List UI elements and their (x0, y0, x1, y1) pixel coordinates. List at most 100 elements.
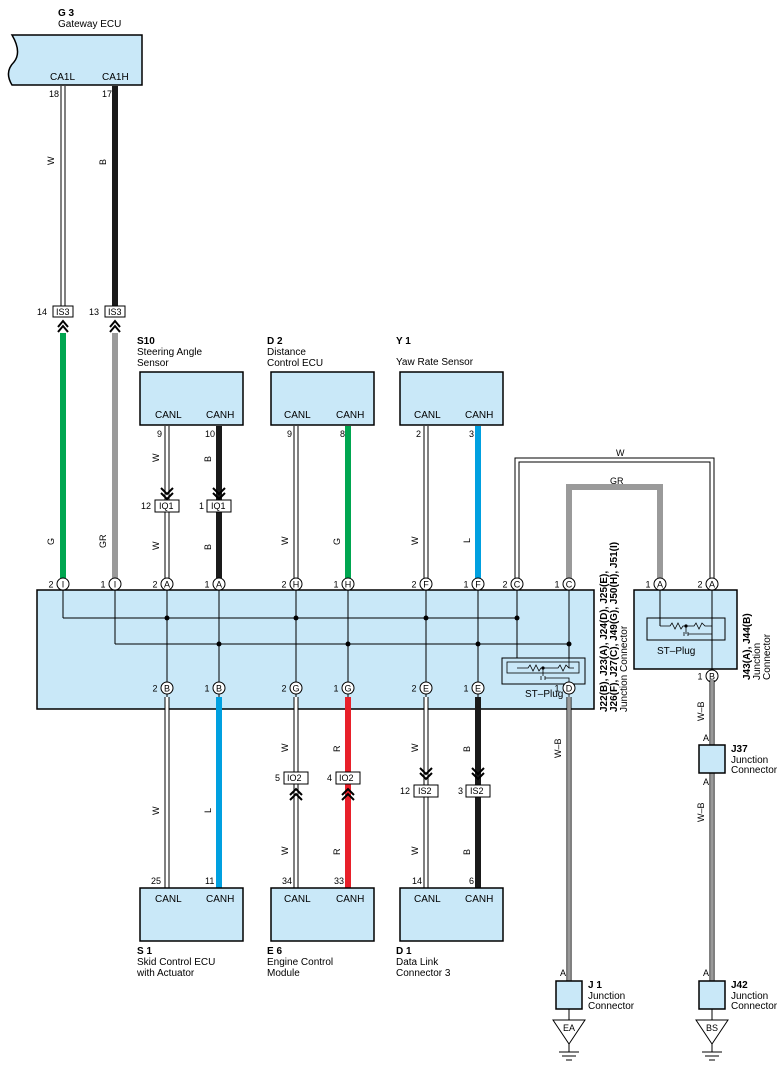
s10-name1: Steering Angle (137, 347, 202, 358)
y1-num-l: 2 (416, 429, 421, 439)
pin-circle (419, 681, 433, 695)
d1-box (399, 887, 504, 942)
connector-iq1-a-num: 12 (141, 501, 151, 511)
d2-num-l: 9 (287, 429, 292, 439)
pin-circle (212, 577, 226, 591)
pin-letter: H (293, 580, 300, 590)
pin-letter: H (345, 580, 352, 590)
resistor-icon (517, 664, 553, 672)
connector-is3-a-num: 14 (37, 307, 47, 317)
wire-label-wb: W–B (696, 701, 706, 721)
resistor-icon (660, 622, 690, 630)
pin-circle (56, 577, 70, 591)
j37-pin-top: A (703, 733, 709, 743)
e6-canl: CANL (284, 894, 311, 905)
wire-label-b: B (203, 544, 213, 550)
j42-code: J42 (731, 980, 748, 991)
wire-label-w: W (151, 453, 161, 462)
j37-box (698, 744, 726, 774)
d2-name2: Control ECU (267, 358, 323, 369)
pin-number: 1 (645, 580, 650, 590)
pin-circle (341, 577, 355, 591)
wire-label-w: W (151, 541, 161, 550)
d1-code: D 1 (396, 946, 412, 957)
e6-name1: Engine Control (267, 957, 333, 968)
s10-canl: CANL (155, 410, 182, 421)
pin-circle (341, 681, 355, 695)
g3-num-l: 18 (49, 89, 59, 99)
y1-canl: CANL (414, 410, 441, 421)
d1-num-h: 6 (469, 876, 474, 886)
j1-name2: Connector (588, 1001, 635, 1012)
chevron-down-icon (471, 767, 485, 781)
pin-number: 1 (554, 684, 559, 694)
pin-circle (471, 577, 485, 591)
jc-right-title2: Junction (752, 643, 763, 680)
wire-label-b: B (98, 159, 108, 165)
pin-circle (160, 681, 174, 695)
connector-is2-b-num: 3 (458, 786, 463, 796)
s10-name2: Sensor (137, 358, 169, 369)
g3-num-h: 17 (102, 89, 112, 99)
pin-circle (562, 681, 576, 695)
d1-name2: Connector 3 (396, 968, 451, 979)
wire-label-r: R (332, 848, 342, 855)
resistor-icon (690, 622, 712, 630)
connector-is2-b (465, 784, 491, 798)
s1-name2: with Actuator (136, 968, 195, 979)
y1-box (399, 371, 504, 426)
s10-num-l: 9 (157, 429, 162, 439)
s1-num-h: 11 (205, 876, 214, 886)
d2-canh: CANH (336, 410, 364, 421)
pin-number: 1 (333, 684, 338, 694)
st-plug-main-label: ST–Plug (525, 689, 563, 700)
g3-pin-canl: CA1L (50, 72, 75, 83)
s10-canh: CANH (206, 410, 234, 421)
d1-canl: CANL (414, 894, 441, 905)
wire-label-w: W (410, 846, 420, 855)
pin-letter: B (164, 684, 170, 694)
connector-is3-a-label: IS3 (56, 307, 70, 317)
pin-circle (562, 577, 576, 591)
pin-letter: G (292, 684, 299, 694)
jc-main-box (36, 589, 595, 710)
pin-letter: A (164, 580, 170, 590)
g3-code: G 3 (58, 8, 75, 19)
wire-label-w: W (280, 846, 290, 855)
pin-number: 2 (502, 580, 507, 590)
pin-circle (419, 577, 433, 591)
pin-circle (510, 577, 524, 591)
st-plug-right-label: ST–Plug (657, 646, 695, 657)
wire-label-w: W (46, 156, 56, 165)
connector-io2-b (335, 771, 361, 785)
pin-letter: A (709, 580, 715, 590)
e6-num-l: 34 (282, 876, 292, 886)
pin-letter: I (114, 580, 117, 590)
pin-number: 1 (554, 580, 559, 590)
capacitor-icon (683, 626, 712, 636)
ground-icon (559, 1044, 579, 1061)
st-plug-main (501, 657, 586, 685)
connector-io2-a (283, 771, 309, 785)
j1-name1: Junction (588, 991, 625, 1002)
connector-is2-a-label: IS2 (418, 786, 432, 796)
j42-name1: Junction (731, 991, 768, 1002)
d1-num-l: 14 (412, 876, 422, 886)
pin-number: 1 (463, 580, 468, 590)
pin-letter: C (566, 580, 573, 590)
pin-number: 2 (411, 580, 416, 590)
wire-label-w: W (410, 743, 420, 752)
wire-label-wb: W–B (553, 738, 563, 758)
pin-letter: C (514, 580, 521, 590)
wire-label-g: G (332, 538, 342, 545)
s1-name1: Skid Control ECU (137, 957, 215, 968)
connector-iq1-b-label: IQ1 (211, 501, 226, 511)
e6-name2: Module (267, 968, 300, 979)
pin-number: 2 (281, 580, 286, 590)
j1-code: J 1 (588, 980, 602, 991)
pin-number: 1 (100, 580, 105, 590)
wire-label-b: B (462, 849, 472, 855)
wire-label-w: W (151, 806, 161, 815)
connector-is3-b-num: 13 (89, 307, 99, 317)
